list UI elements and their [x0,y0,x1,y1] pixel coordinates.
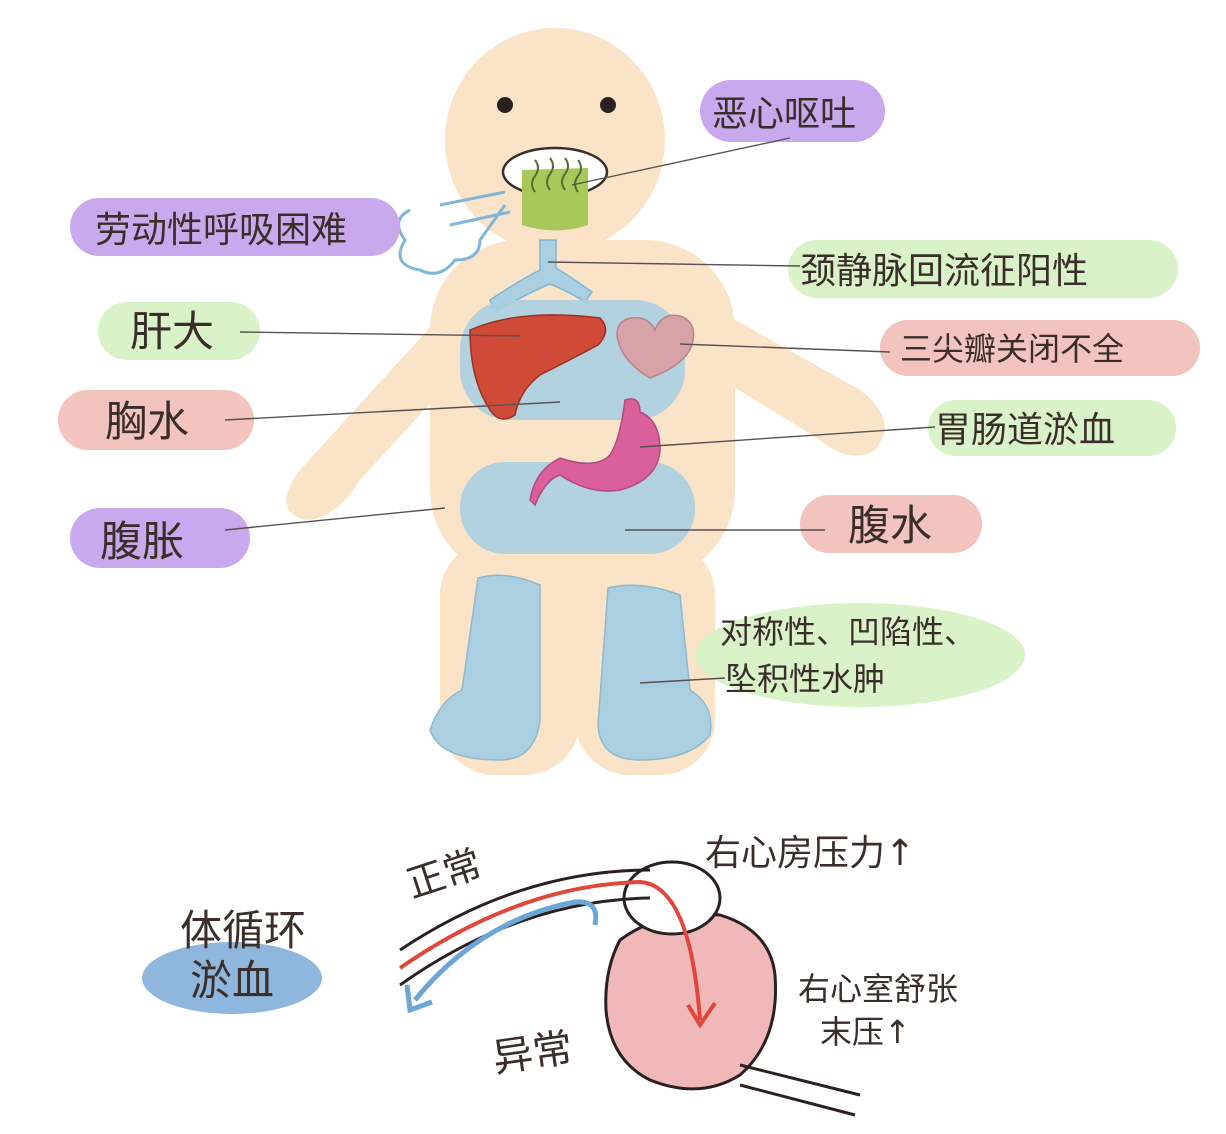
label-normal: 正常 [401,841,487,906]
stomach-icon [529,398,661,507]
label-rv-pressure-line1: 右心室舒张 [798,970,958,1008]
label-systemic-line1: 体循环 [180,906,306,955]
tag-ascites-bg [800,495,982,553]
label-exertional-dyspnea: 劳动性呼吸困难 [95,210,347,251]
jugular-vein [489,239,594,314]
label-ra-pressure: 右心房压力↑ [705,833,915,874]
label-ascites: 腹水 [848,501,932,550]
tag-liver-bg [98,302,260,360]
right-arm [690,300,885,456]
vomit-icon [501,146,609,231]
abnormal-flow-arrow [413,899,599,1002]
tag-pleural-bg [58,390,254,450]
tag-gi-bg [928,400,1176,456]
label-abnormal: 异常 [490,1025,576,1082]
tag-dyspnea-bg [70,198,400,256]
label-tricuspid-regurgitation: 三尖瓣关闭不全 [900,330,1124,368]
left-leg-edema [429,574,541,761]
tag-jugular-bg [788,240,1178,298]
abdominal-cavity [460,462,695,554]
circulation-diagram: 正常 异常 体循环 淤血 右心房压力↑ 右心室舒张 末压↑ [142,833,958,1117]
liver-icon [469,314,607,420]
label-rv-pressure-line2: 末压↑ [820,1013,911,1051]
label-systemic-line2: 淤血 [190,956,274,1005]
tag-systemic-bg [142,942,322,1014]
normal-flow-arrow [398,879,702,1021]
tag-abdominal-bg [70,508,250,568]
label-gi-congestion: 胃肠道淤血 [935,410,1115,451]
head [445,28,665,252]
tag-tricuspid-bg [880,320,1200,376]
label-edema-line1: 对称性、凹陷性、 [720,613,976,651]
tag-nausea-bg [700,80,885,142]
right-eye [600,97,616,113]
label-jugular-reflux: 颈静脉回流征阳性 [800,251,1088,292]
label-abdominal-distension: 腹胀 [100,517,184,566]
label-pleural-effusion: 胸水 [105,397,189,446]
left-arm [286,300,470,520]
right-ventricle-icon [604,912,778,1091]
right-leg-edema [597,584,712,761]
label-nausea-vomiting: 恶心呕吐 [712,94,856,135]
label-hepatomegaly: 肝大 [130,307,214,356]
left-eye [497,97,513,113]
label-edema-line2: 坠积性水肿 [725,660,885,698]
tag-edema-bg [695,603,1025,707]
